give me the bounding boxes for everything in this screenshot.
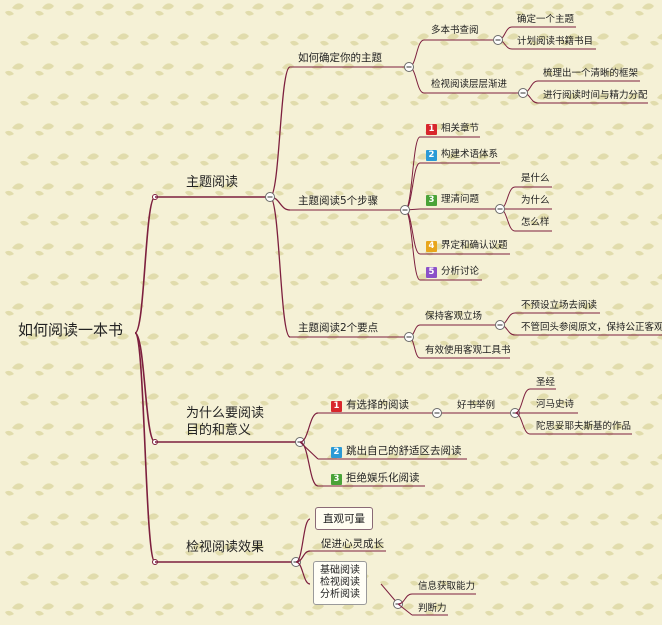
effect-reading-levels-box[interactable]: 基础阅读 检视阅读 分析阅读 <box>313 561 367 605</box>
topic-five-steps[interactable]: 主题阅读5个步骤 <box>298 195 379 207</box>
level-basic: 基础阅读 <box>320 565 360 576</box>
topic-two-points[interactable]: 主题阅读2个要点 <box>298 322 379 334</box>
leaf-dostoevsky[interactable]: 陀思妥耶夫斯基的作品 <box>536 421 632 432</box>
leaf-how[interactable]: 怎么样 <box>521 217 550 228</box>
badge-4-icon: 4 <box>426 241 437 252</box>
branch-why-read-line2[interactable]: 目的和意义 <box>186 423 252 438</box>
badge-2-icon: 2 <box>331 447 342 458</box>
badge-3-icon: 3 <box>331 474 342 485</box>
why-item-1[interactable]: 1 有选择的阅读 <box>331 400 409 412</box>
level-inspect: 检视阅读 <box>320 577 360 588</box>
why-item-3[interactable]: 3 拒绝娱乐化阅读 <box>331 473 420 485</box>
level-analytic: 分析阅读 <box>320 589 360 600</box>
badge-1-icon: 1 <box>426 124 437 135</box>
branch-inspect-effect[interactable]: 检视阅读效果 <box>186 540 265 555</box>
badge-1-icon: 1 <box>331 401 342 412</box>
step-2-label: 构建术语体系 <box>441 149 499 160</box>
step-4-label: 界定和确认议题 <box>441 240 508 251</box>
leaf-confirm-topic[interactable]: 确定一个主题 <box>517 14 575 25</box>
step-5-label: 分析讨论 <box>441 266 480 277</box>
branch-theme-reading[interactable]: 主题阅读 <box>186 175 239 190</box>
topic-inspect-progressive[interactable]: 检视阅读层层渐进 <box>431 79 508 90</box>
branch-why-read-line1[interactable]: 为什么要阅读 <box>186 406 265 421</box>
step-3-label: 理清问题 <box>441 194 480 205</box>
leaf-plan-booklist[interactable]: 计划阅读书籍书目 <box>517 36 594 47</box>
step-3[interactable]: 3 理清问题 <box>426 195 479 206</box>
step-1[interactable]: 1 相关章节 <box>426 124 479 135</box>
leaf-no-preset[interactable]: 不预设立场去阅读 <box>521 300 598 311</box>
leaf-bible[interactable]: 圣经 <box>536 377 556 388</box>
leaf-info-acquisition[interactable]: 信息获取能力 <box>418 581 476 592</box>
why-item-3-label: 拒绝娱乐化阅读 <box>346 472 420 484</box>
badge-3-icon: 3 <box>426 195 437 206</box>
leaf-epic[interactable]: 河马史诗 <box>536 399 575 410</box>
leaf-time-allocation[interactable]: 进行阅读时间与精力分配 <box>543 90 648 101</box>
step-2[interactable]: 2 构建术语体系 <box>426 150 498 161</box>
topic-keep-objective[interactable]: 保持客观立场 <box>425 311 483 322</box>
effect-item-measurable[interactable]: 直观可量 <box>315 507 373 530</box>
leaf-why[interactable]: 为什么 <box>521 195 550 206</box>
why-item-2-label: 跳出自己的舒适区去阅读 <box>346 445 462 457</box>
step-1-label: 相关章节 <box>441 123 480 134</box>
topic-how-determine[interactable]: 如何确定你的主题 <box>298 52 382 64</box>
badge-2-icon: 2 <box>426 150 437 161</box>
topic-reference-tools[interactable]: 有效使用客观工具书 <box>425 345 511 356</box>
root-topic[interactable]: 如何阅读一本书 <box>18 321 124 339</box>
badge-5-icon: 5 <box>426 267 437 278</box>
leaf-clear-framework[interactable]: 梳理出一个清晰的框架 <box>543 68 639 79</box>
why-item-2[interactable]: 2 跳出自己的舒适区去阅读 <box>331 446 462 458</box>
step-4[interactable]: 4 界定和确认议题 <box>426 241 508 252</box>
why-item-1-label: 有选择的阅读 <box>346 399 409 411</box>
leaf-judgement[interactable]: 判断力 <box>418 603 447 614</box>
leaf-what[interactable]: 是什么 <box>521 173 550 184</box>
leaf-fair-objective[interactable]: 不管回头参阅原文，保持公正客观 <box>521 322 662 333</box>
topic-many-books[interactable]: 多本书查阅 <box>431 25 479 36</box>
topic-good-books[interactable]: 好书举例 <box>457 400 496 411</box>
effect-item-measurable-label: 直观可量 <box>323 513 365 525</box>
step-5[interactable]: 5 分析讨论 <box>426 267 479 278</box>
effect-item-growth[interactable]: 促进心灵成长 <box>321 538 384 550</box>
